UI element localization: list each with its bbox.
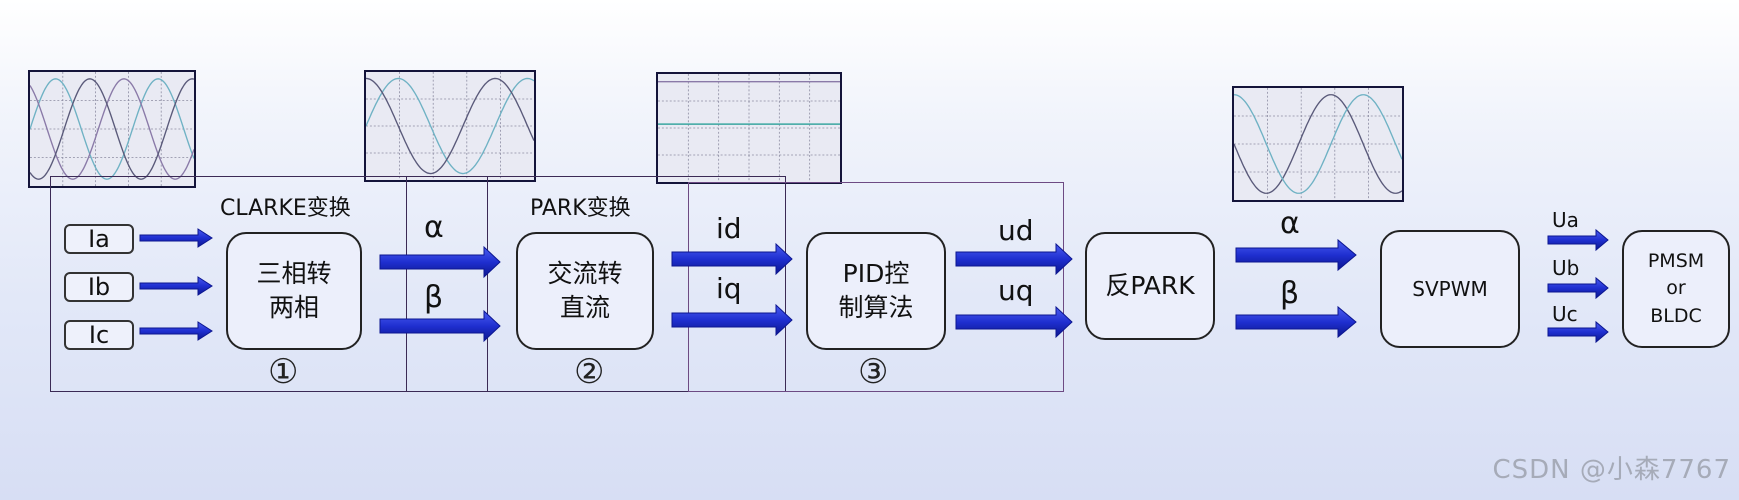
signal-arrow-icon (1547, 320, 1609, 344)
motor-block-label: PMSM or BLDC (1647, 249, 1705, 327)
park-frame (406, 176, 786, 392)
three-phase-waveform (30, 72, 194, 186)
signal-arrow-icon (955, 242, 1073, 276)
signal-arrow-icon (671, 303, 793, 337)
waveform-trace (30, 78, 194, 180)
park-block-label: 交流转 直流 (547, 259, 623, 322)
svpwm-block: SVPWM (1380, 230, 1520, 348)
signal-arrow-icon (1547, 228, 1609, 252)
waveform-trace (30, 78, 194, 180)
signal-arrow-icon (671, 242, 793, 276)
signal-arrow-icon (1547, 276, 1609, 300)
signal-arrow-icon (955, 305, 1073, 339)
waveform-trace (1234, 94, 1402, 194)
motor-block: PMSM or BLDC (1622, 230, 1730, 348)
scope-inverse (1232, 86, 1404, 202)
label-uc: Uc (1552, 302, 1578, 326)
signal-arrow-icon (139, 321, 213, 341)
pid-frame (688, 182, 1064, 392)
label-id: id (716, 212, 742, 245)
input-ic: Ic (64, 320, 134, 350)
label-iq: iq (716, 272, 742, 305)
waveform-trace (366, 77, 534, 175)
inverse-park-waveform (1234, 88, 1402, 200)
park-block: 交流转 直流 (516, 232, 654, 350)
dq-dc-waveform (658, 74, 840, 182)
label-beta-2: β (1280, 276, 1300, 311)
clarke-frame (50, 176, 488, 392)
scope-dc (656, 72, 842, 184)
signal-arrow-icon (1235, 238, 1357, 272)
signal-arrow-icon (139, 228, 213, 248)
input-ib: Ib (64, 272, 134, 302)
signal-arrow-icon (379, 245, 501, 279)
label-beta-1: β (424, 280, 444, 315)
inverse-park-block-label: 反PARK (1105, 271, 1195, 301)
csdn-watermark: CSDN @小森7767 (1492, 455, 1731, 485)
input-ia: Ia (64, 224, 134, 254)
svpwm-block-label: SVPWM (1412, 276, 1488, 301)
step-number-3: ③ (858, 352, 889, 392)
clarke-block-label: 三相转 两相 (256, 259, 332, 322)
step-number-1: ① (268, 352, 299, 392)
park-title: PARK变换 (530, 196, 631, 221)
scope-grid (366, 72, 534, 180)
label-uq: uq (998, 274, 1034, 307)
clarke-block: 三相转 两相 (226, 232, 362, 350)
pid-block: PID控 制算法 (806, 232, 946, 350)
signal-arrow-icon (139, 276, 213, 296)
waveform-trace (366, 77, 534, 175)
scope-grid (658, 74, 840, 182)
label-alpha-2: α (1280, 206, 1300, 241)
label-ud: ud (998, 214, 1034, 247)
alpha-beta-waveform (366, 72, 534, 180)
signal-arrow-icon (379, 309, 501, 343)
scope-three-phase (28, 70, 196, 188)
label-ub: Ub (1552, 256, 1580, 280)
inverse-park-block: 反PARK (1085, 232, 1215, 340)
label-alpha-1: α (424, 210, 444, 245)
pid-block-label: PID控 制算法 (838, 259, 914, 322)
label-ua: Ua (1552, 208, 1579, 232)
scope-alpha-beta (364, 70, 536, 182)
clarke-title: CLARKE变换 (220, 196, 351, 221)
step-number-2: ② (574, 352, 605, 392)
signal-arrow-icon (1235, 305, 1357, 339)
waveform-trace (1234, 94, 1402, 194)
